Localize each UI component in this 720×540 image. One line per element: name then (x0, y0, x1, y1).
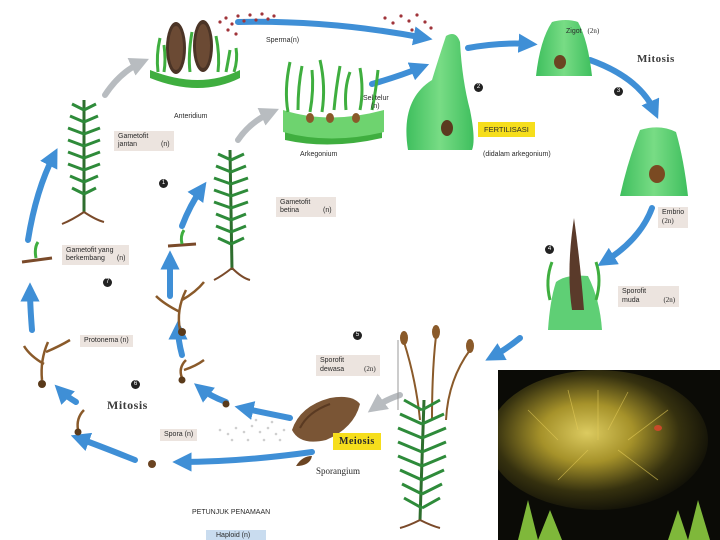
arrow-protonema-to-betina-1 (168, 320, 188, 358)
anteridium-illustration (150, 12, 433, 88)
step-number-1: 1 (159, 179, 168, 188)
embrio-illustration (620, 127, 688, 196)
step-number-3: 3 (614, 87, 623, 96)
arrow-dewasa-to-sporangium (367, 392, 403, 413)
sperma-label: Sperma(n) (266, 37, 300, 44)
sporofit-muda-illustration (546, 218, 602, 330)
fertilisasi-archegonium-illustration (406, 34, 474, 150)
moss-photo (498, 370, 720, 540)
gametofit-betina-plant (213, 149, 251, 281)
arkegonium-label: Arkegonium (300, 151, 338, 158)
gametofit-berkembang-left (21, 241, 53, 264)
step-number-4: 4 (545, 245, 554, 254)
arrow-betina-to-gametofit (179, 181, 207, 229)
zigot-illustration (536, 20, 592, 76)
step-number-7: 7 (103, 278, 112, 287)
spora-label: Spora (n) (160, 429, 198, 442)
arrow-sporofit-muda-to-dewasa (485, 335, 523, 361)
anteridium-label: Anteridium (174, 113, 208, 120)
mitosis-top-label: Mitosis (637, 53, 675, 65)
legend-haploid-swatch (206, 530, 266, 540)
step-number-5: 5 (353, 331, 362, 340)
step-number-2: 2 (474, 83, 483, 92)
arrow-spora-to-protonema-2 (194, 383, 229, 405)
meiosis-label: Meiosis (333, 433, 381, 450)
legend-haploid-label: Haploid (n) (216, 532, 251, 539)
fertilisasi-label: FERTILISASI (478, 122, 535, 137)
arrow-spora-to-protonema (70, 432, 138, 463)
spora-illustration (148, 400, 286, 468)
sporangium-label: Sporangium (316, 466, 360, 476)
mitosis-left-label: Mitosis (107, 398, 148, 412)
arrow-jantan-to-anteridium (102, 58, 149, 98)
arrow-embrio-to-sporofit-muda (597, 205, 655, 267)
arrow-sporangium-to-spora (234, 401, 293, 421)
arrow-arkegonium-to-fertilisasi (369, 62, 430, 87)
protonema-label: Protonema (n) (80, 335, 133, 348)
arrow-anteridium-to-fertilisasi (235, 18, 433, 46)
cycle-arrows (20, 18, 660, 472)
legend-title: PETUNJUK PENAMAAN (192, 509, 271, 516)
arrow-sporangium-to-spora-lower (172, 449, 315, 472)
fertilisasi-note: (didalam arkegonium) (483, 151, 551, 158)
gametofit-berkembang-middle (167, 229, 197, 248)
arrow-zigot-to-embrio (587, 57, 660, 120)
arrow-betina-to-arkegonium (235, 108, 279, 143)
arrow-protonema-up (20, 282, 40, 333)
sel-telur-label: Sel telur(n) (363, 95, 389, 111)
sporofit-dewasa-plant (397, 325, 474, 529)
embrio-label: Embrio(2n) (658, 207, 689, 229)
sporangium-illustration (292, 396, 360, 466)
zigot-label: Zigot (2n) (566, 27, 600, 35)
arrow-protonema-left (54, 384, 79, 405)
arkegonium-illustration (283, 59, 384, 145)
protonema-illustrations (22, 281, 205, 436)
gametofit-jantan-plant (61, 100, 105, 225)
arrow-gametofit-berkembang-up (25, 148, 58, 243)
step-number-6: 6 (131, 380, 140, 389)
arrow-fertilisasi-to-zigot (465, 33, 538, 53)
